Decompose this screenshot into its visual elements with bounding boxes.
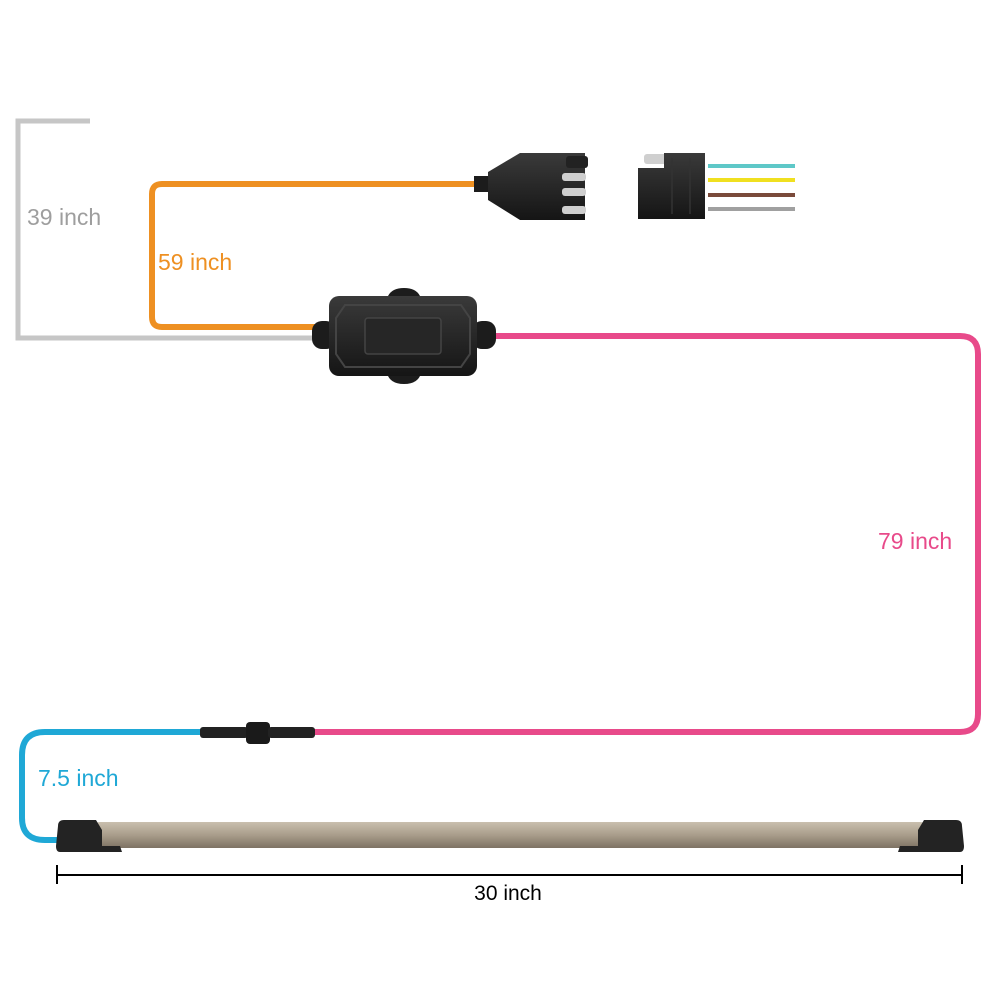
four-way-plug-female [638, 153, 795, 219]
light-bar-end-cap-left [56, 820, 122, 852]
inline-waterproof-connector [200, 722, 315, 744]
pink-wire [312, 333, 981, 735]
orange-wire [149, 181, 480, 330]
gray-wire [15, 118, 320, 341]
four-way-plug-male [474, 153, 588, 220]
light-bar-end-cap-right [898, 820, 964, 852]
length-dimension-line [56, 865, 963, 884]
pink-wire-length-label: 79 inch [878, 528, 952, 554]
light-bar-length-label: 30 inch [474, 882, 542, 905]
blue-wire-length-label: 7.5 inch [38, 765, 119, 791]
orange-wire-length-label: 59 inch [158, 249, 232, 275]
gray-wire-length-label: 39 inch [27, 204, 101, 230]
control-box [312, 288, 496, 384]
blue-wire [19, 729, 205, 843]
led-light-bar [56, 820, 964, 852]
